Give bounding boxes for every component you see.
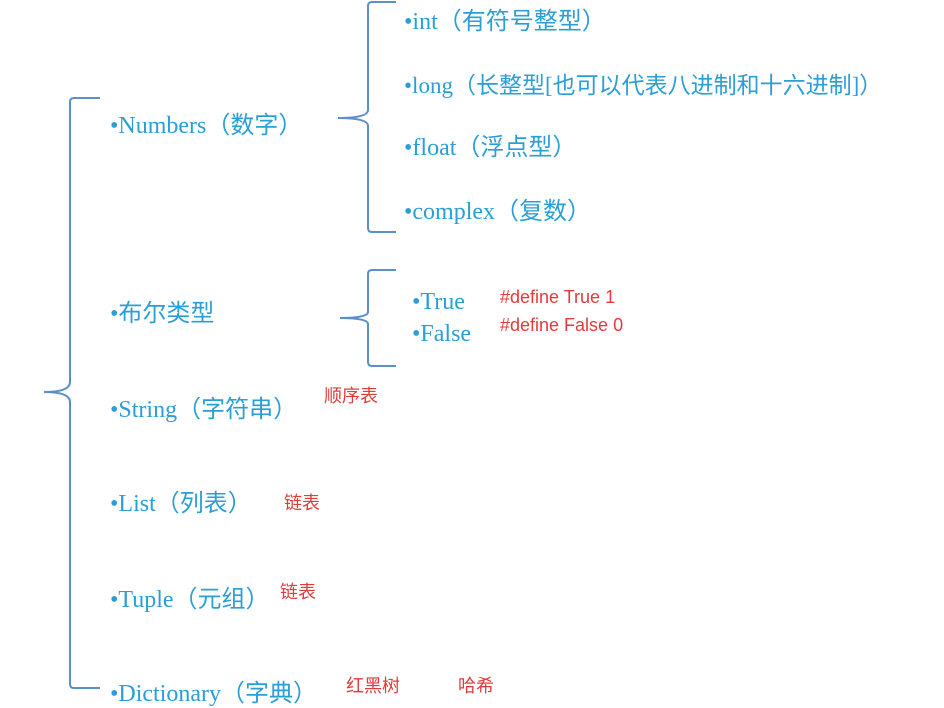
root-item-numbers: •Numbers（数字） — [110, 113, 303, 139]
note-false-define: #define False 0 — [500, 315, 624, 335]
note-list: 链表 — [284, 493, 320, 513]
note-string: 顺序表 — [324, 386, 378, 406]
root-item-list: •List（列表） — [110, 491, 252, 517]
bool-child-false: •False — [412, 321, 472, 347]
note-dict-1: 红黑树 — [346, 676, 400, 696]
note-true-define: #define True 1 — [500, 287, 616, 307]
bool-bracket — [339, 269, 396, 367]
root-item-bool: •布尔类型 — [110, 301, 215, 327]
root-bracket — [43, 97, 100, 689]
numbers-bracket — [337, 1, 396, 233]
numbers-child-float: •float（浮点型） — [404, 135, 577, 161]
numbers-child-int: •int（有符号整型） — [404, 9, 606, 35]
root-item-string: •String（字符串） — [110, 397, 298, 423]
numbers-child-long: •long（长整型[也可以代表八进制和十六进制]） — [404, 73, 883, 98]
root-item-tuple: •Tuple（元组） — [110, 587, 270, 613]
note-dict-2: 哈希 — [458, 676, 494, 696]
bool-child-true: •True — [412, 289, 465, 315]
numbers-child-complex: •complex（复数） — [404, 199, 592, 225]
root-item-dictionary: •Dictionary（字典） — [110, 681, 318, 707]
note-tuple: 链表 — [280, 582, 316, 602]
